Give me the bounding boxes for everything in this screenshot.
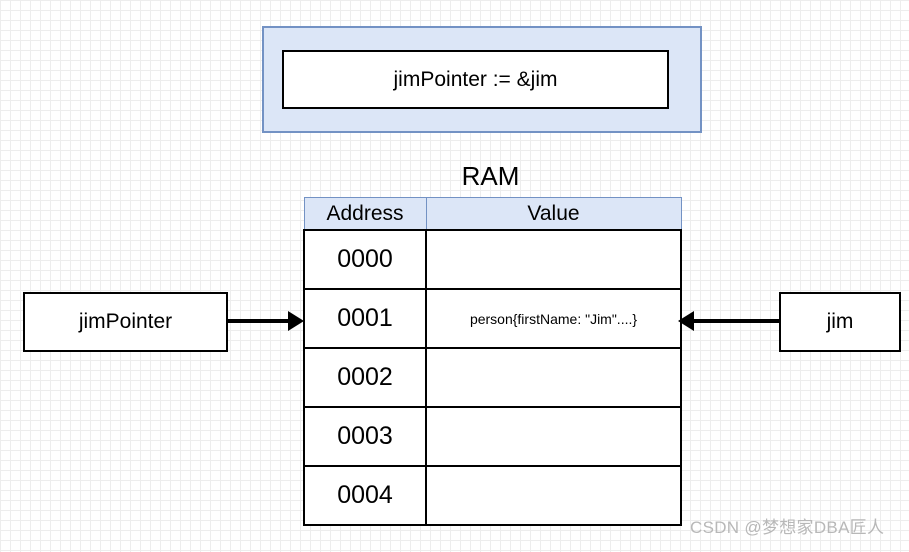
label-box-jim: jim bbox=[779, 292, 901, 352]
arrow-left-icon bbox=[678, 311, 781, 331]
cell-address: 0000 bbox=[303, 229, 427, 290]
cell-address: 0002 bbox=[303, 347, 427, 408]
cell-value bbox=[425, 465, 682, 526]
column-header-value: Value bbox=[425, 197, 682, 231]
statement-code-box: jimPointer := &jim bbox=[282, 50, 669, 109]
cell-address: 0003 bbox=[303, 406, 427, 467]
cell-address: 0001 bbox=[303, 288, 427, 349]
cell-value bbox=[425, 406, 682, 467]
table-row: 0004 bbox=[303, 465, 682, 526]
cell-address: 0004 bbox=[303, 465, 427, 526]
table-row: 0002 bbox=[303, 347, 682, 408]
cell-value bbox=[425, 229, 682, 290]
table-row: 0003 bbox=[303, 406, 682, 467]
arrow-right-icon bbox=[226, 311, 304, 331]
watermark-text: CSDN @梦想家DBA匠人 bbox=[690, 518, 885, 537]
label-box-jimpointer: jimPointer bbox=[23, 292, 228, 352]
table-row: 0001 person{firstName: "Jim"....} bbox=[303, 288, 682, 349]
ram-title: RAM bbox=[461, 161, 520, 191]
cell-value bbox=[425, 347, 682, 408]
ram-memory-table: Address Value 0000 0001 person{firstName… bbox=[303, 197, 682, 526]
table-header-row: Address Value bbox=[303, 197, 682, 231]
table-row: 0000 bbox=[303, 229, 682, 290]
cell-value: person{firstName: "Jim"....} bbox=[425, 288, 682, 349]
column-header-address: Address bbox=[303, 197, 427, 231]
